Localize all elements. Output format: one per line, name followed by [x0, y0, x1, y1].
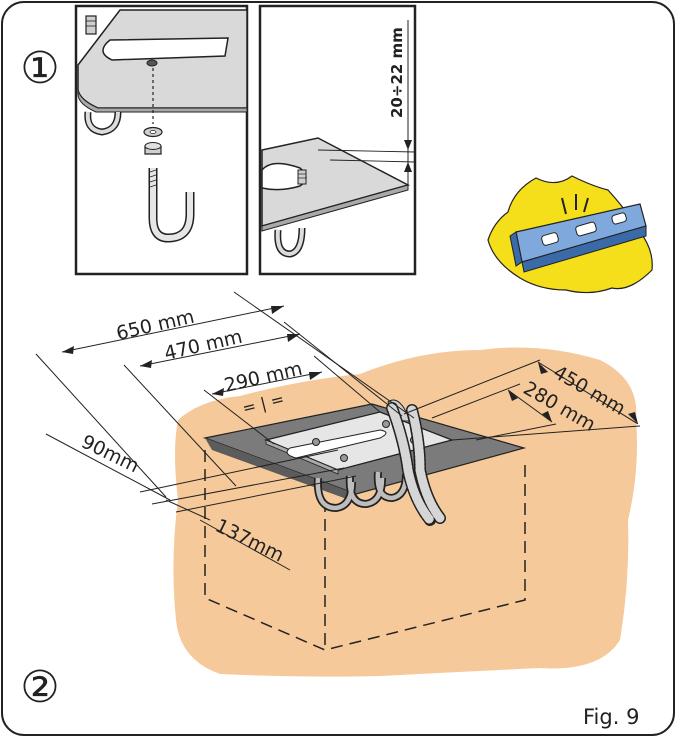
- dim-90-label: 90mm: [78, 431, 143, 478]
- figure-label: Fig. 9: [583, 705, 639, 729]
- dimension-lines: [35, 291, 641, 571]
- foundation-block: [173, 347, 637, 677]
- spirit-level-icon: [487, 175, 653, 294]
- detail-panel-height: 20÷22 mm: [258, 4, 417, 276]
- step-1-label: ①: [20, 43, 59, 94]
- detail-panel-bolt: [74, 4, 249, 276]
- dimension-arrows: [62, 306, 638, 424]
- height-dimension-label: 20÷22 mm: [388, 27, 406, 118]
- step-2-label: ②: [20, 662, 59, 713]
